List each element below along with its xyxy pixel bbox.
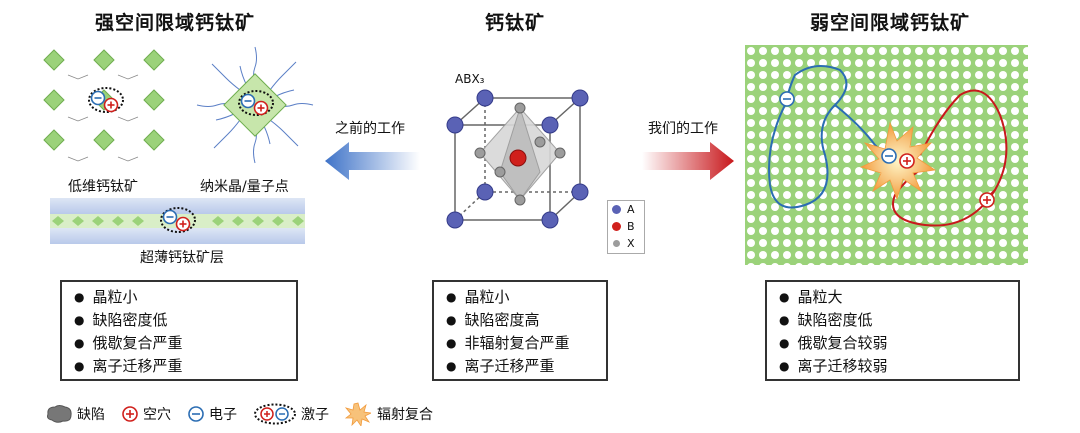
label-ultrathin: 超薄钙钛矿层 <box>140 250 224 266</box>
exciton-icon <box>254 403 296 425</box>
center-properties-box: 晶粒小 缺陷密度高 非辐射复合严重 离子迁移严重 <box>432 280 608 381</box>
atom-x-icon <box>613 240 620 247</box>
left-property: 俄歇复合严重 <box>74 332 284 355</box>
legend-radiative: 辐射复合 <box>345 402 433 426</box>
title-strong-confinement: 强空间限域钙钛矿 <box>95 12 256 34</box>
arrow-our-work <box>642 142 734 180</box>
arrow-previous-work <box>325 142 420 180</box>
nanocrystal-illustration <box>196 46 314 164</box>
left-property: 离子迁移严重 <box>74 355 284 378</box>
left-properties-box: 晶粒小 缺陷密度低 俄歇复合严重 离子迁移严重 <box>60 280 298 381</box>
site-b-label: B <box>627 220 635 233</box>
label-nanocrystal: 纳米晶/量子点 <box>200 179 289 195</box>
center-property: 离子迁移严重 <box>446 355 594 378</box>
label-low-dim: 低维钙钛矿 <box>68 179 138 195</box>
left-property: 晶粒小 <box>74 286 284 309</box>
legend-defect: 缺陷 <box>45 404 105 424</box>
title-weak-confinement: 弱空间限域钙钛矿 <box>810 12 971 34</box>
center-property: 缺陷密度高 <box>446 309 594 332</box>
perovskite-unit-cell <box>446 89 589 229</box>
hole-icon <box>122 406 138 422</box>
legend-electron: 电子 <box>187 404 237 424</box>
right-property: 晶粒大 <box>779 286 1006 309</box>
abx3-formula: ABX₃ <box>455 72 485 86</box>
label-our-work: 我们的工作 <box>648 121 718 137</box>
title-perovskite: 钙钛矿 <box>485 12 546 34</box>
legend: 缺陷 空穴 电子 激子 辐射复合 <box>45 402 433 426</box>
radiative-burst-icon <box>345 402 371 426</box>
legend-exciton: 激子 <box>253 403 329 425</box>
label-previous-work: 之前的工作 <box>335 121 405 137</box>
low-dim-perovskite-illustration <box>43 49 165 162</box>
site-legend: A B X <box>607 200 645 254</box>
electron-icon <box>188 406 204 422</box>
weak-confinement-lattice <box>745 45 1028 265</box>
right-properties-box: 晶粒大 缺陷密度低 俄歇复合较弱 离子迁移较弱 <box>765 280 1020 381</box>
center-property: 晶粒小 <box>446 286 594 309</box>
legend-hole: 空穴 <box>121 404 171 424</box>
right-property: 俄歇复合较弱 <box>779 332 1006 355</box>
center-property: 非辐射复合严重 <box>446 332 594 355</box>
site-a-label: A <box>627 203 635 216</box>
defect-icon <box>47 405 72 423</box>
atom-a-icon <box>612 205 621 214</box>
atom-b-icon <box>612 222 621 231</box>
site-x-label: X <box>627 237 635 250</box>
right-property: 离子迁移较弱 <box>779 355 1006 378</box>
ultrathin-layer-illustration <box>50 198 305 244</box>
right-property: 缺陷密度低 <box>779 309 1006 332</box>
left-property: 缺陷密度低 <box>74 309 284 332</box>
